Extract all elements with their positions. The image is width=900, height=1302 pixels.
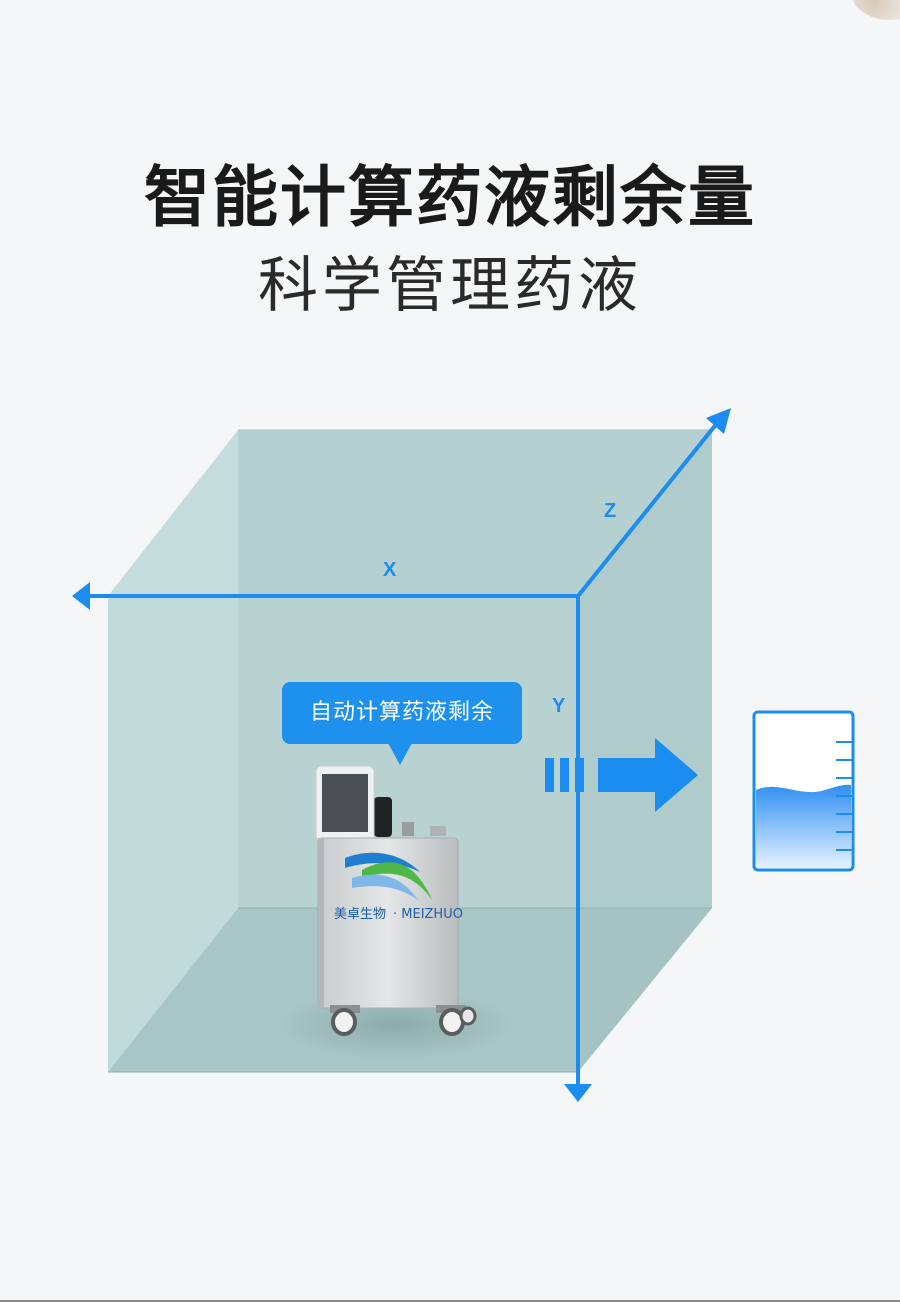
disinfection-machine: 美卓生物 · MEIZHUO <box>315 765 477 1036</box>
page-title: 智能计算药液剩余量 <box>144 159 756 236</box>
bottom-divider <box>0 1300 900 1302</box>
callout-bubble-tail <box>388 743 412 765</box>
x-axis-label: X <box>383 559 397 581</box>
z-axis-arrow-icon <box>706 408 731 434</box>
z-axis-label: Z <box>604 500 616 522</box>
page-subtitle: 科学管理药液 <box>258 251 642 321</box>
flow-arrow-icon <box>545 738 698 812</box>
liquid-level-beaker-icon <box>752 710 855 872</box>
y-axis-arrow-icon <box>564 1084 592 1102</box>
y-axis-label: Y <box>552 695 566 717</box>
brand-name-en: · MEIZHUO <box>393 907 463 922</box>
brand-name-cn: 美卓生物 <box>334 907 386 922</box>
x-axis-arrow-icon <box>72 582 90 610</box>
callout-bubble: 自动计算药液剩余 <box>282 682 522 744</box>
coordinate-axes: X Y Z <box>72 408 731 1102</box>
